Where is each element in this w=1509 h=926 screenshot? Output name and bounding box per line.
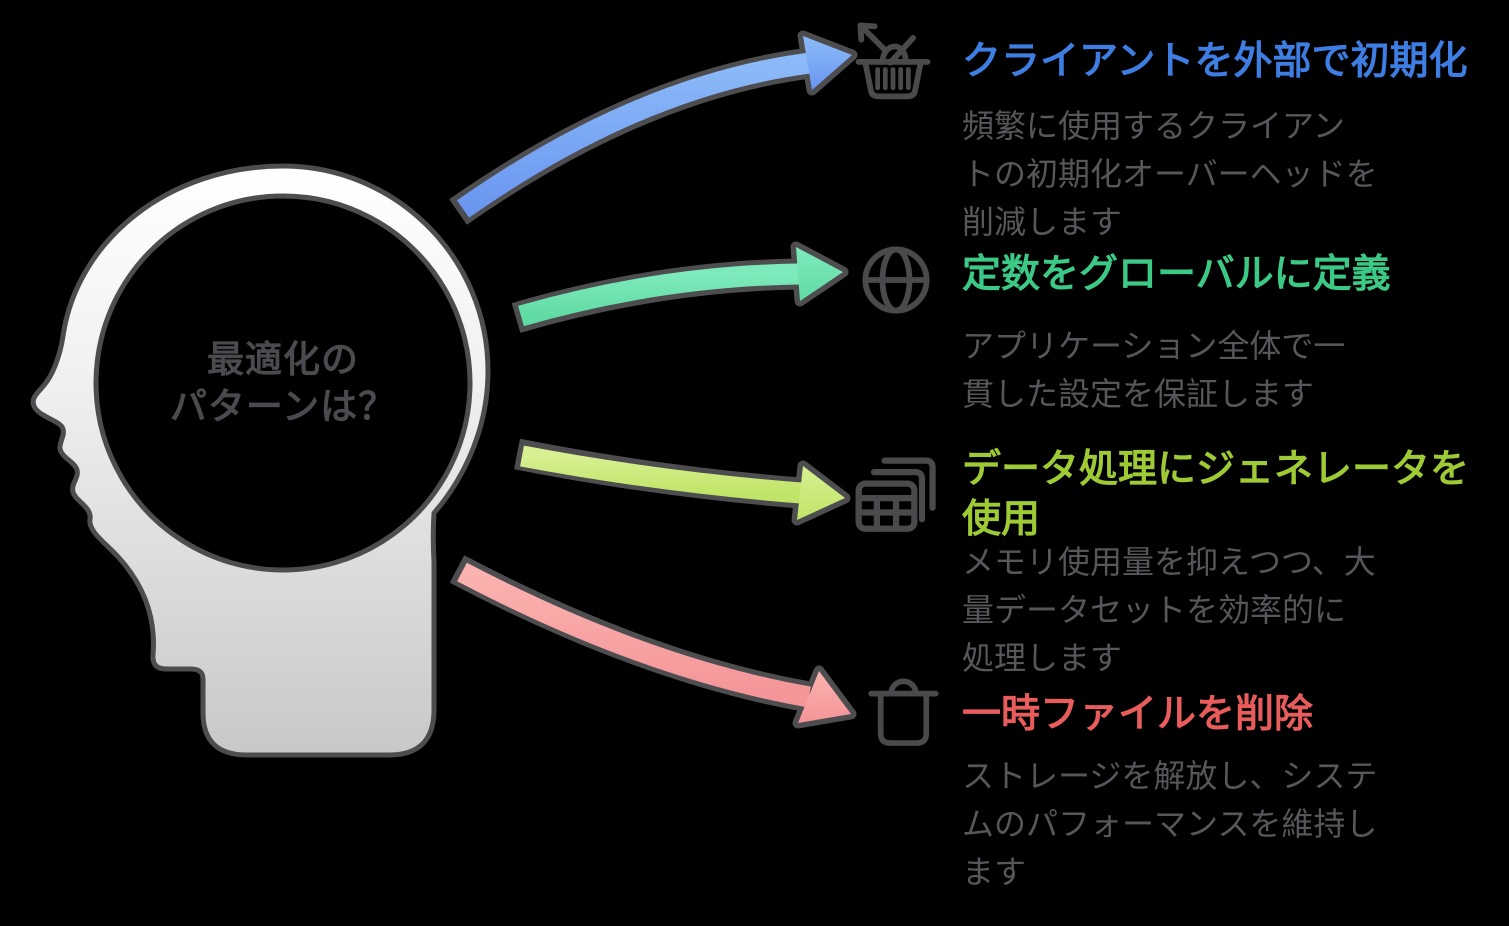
arrow-global-constants xyxy=(511,241,849,333)
arrow-generators xyxy=(514,438,851,526)
arrow-init-client xyxy=(449,30,858,225)
head-question-text: 最適化の パターンは？ xyxy=(169,338,397,429)
arrow-delete-temp xyxy=(449,555,857,729)
head-silhouette xyxy=(30,163,491,758)
